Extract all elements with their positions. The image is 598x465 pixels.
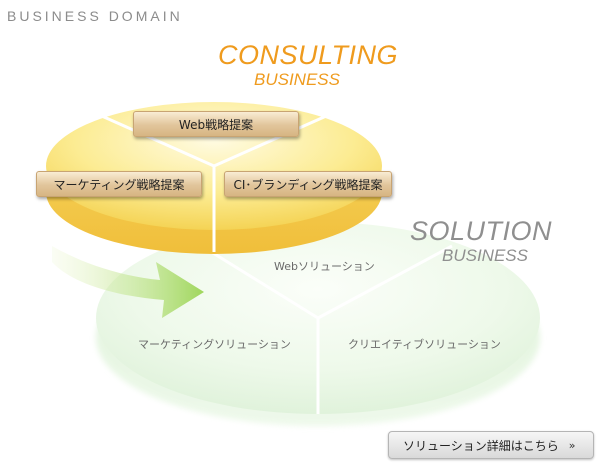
consulting-business-title: CONSULTING BUSINESS xyxy=(218,40,399,89)
creative-solution-label: クリエイティブソリューション xyxy=(348,338,501,351)
consulting-title-line1: CONSULTING xyxy=(218,40,399,70)
solution-title-line1: SOLUTION xyxy=(410,216,553,246)
solution-details-label: ソリューション詳細はこちら xyxy=(403,438,559,453)
solution-business-title: SOLUTION BUSINESS xyxy=(410,216,553,265)
web-solution-label: Webソリューション xyxy=(274,260,375,273)
marketing-solution-label: マーケティングソリューション xyxy=(138,338,291,351)
marketing-strategy-proposal-button[interactable]: マーケティング戦略提案 xyxy=(36,171,202,197)
flow-arrow-icon xyxy=(52,246,204,318)
ci-branding-strategy-proposal-button[interactable]: CI･ブランディング戦略提案 xyxy=(224,171,392,197)
double-chevron-right-icon: » xyxy=(568,438,576,452)
solution-disc xyxy=(96,222,540,426)
web-strategy-proposal-button[interactable]: Web戦略提案 xyxy=(133,111,299,137)
solution-details-button[interactable]: ソリューション詳細はこちら » xyxy=(388,431,594,459)
page-heading: BUSINESS DOMAIN xyxy=(7,8,183,24)
consulting-title-line2: BUSINESS xyxy=(254,70,340,89)
solution-title-line2: BUSINESS xyxy=(442,246,528,265)
